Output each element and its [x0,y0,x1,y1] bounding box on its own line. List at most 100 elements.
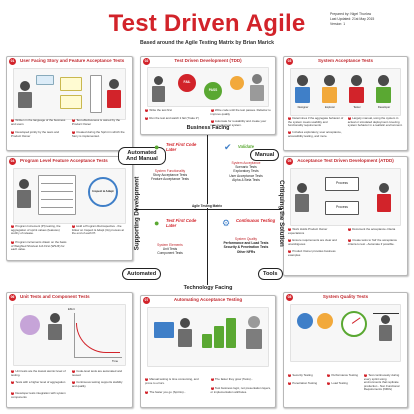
speedometer-icon [341,311,367,337]
quadrant-q4: ⚙ Continuous Testing System Quality Perf… [210,213,282,285]
meta-last-updated: Last Updated: 21st May 2015 [330,17,375,21]
board-row [41,207,73,208]
step-text: Unit tests are the lowest atomic level o… [11,369,66,377]
step-text: Create tests to 'fail' the acceptance cr… [347,238,397,246]
step-text: Penetration Testing [292,381,318,385]
step-badge: 3 [210,378,214,382]
step-text: Includes exploratory, user acceptance, a… [288,130,342,138]
step-badge: 2 [11,131,15,135]
meta-version: Version: 1 [330,22,346,26]
step-badge: 5 [347,239,352,243]
q1-badge-icon: ● [154,142,160,152]
q1-item: Story Acceptance Tests [152,173,188,178]
q1-item: Feature Acceptance Tests [151,177,189,182]
process-label: Process [336,181,348,185]
q3-items: System Elements Unit Tests Component Tes… [134,243,206,256]
step-text: Created during the Sprint in which the S… [71,130,125,138]
step-text: Work Holds Product Owner expectations [288,227,328,235]
step-badge: 3 [71,119,76,123]
step-badge: 4 [210,387,214,391]
panel-number: 04 [9,158,16,165]
q1-category: System Functionality [154,169,186,173]
fail-badge-label: FAIL [183,80,191,84]
step-text: Performance Testing [331,373,358,377]
panel-title: System Quality Tests [322,294,369,299]
q2-item: Alpha & Beta Tests [232,177,260,182]
role-label-tester: Tester [353,106,361,109]
step-text: Hold a Program Retrospective - the follo… [71,224,124,235]
panel-number: 07 [143,297,150,304]
sprint-stack-icon [202,334,212,348]
step-badge: 1 [288,117,292,121]
developer-icon [50,313,60,323]
tester-figure-body [107,90,121,108]
board-row [41,199,73,200]
step-badge: 4 [327,382,331,386]
step-badge: 2 [288,131,292,135]
step-text: Security Testing [292,373,313,377]
effort-curve [76,323,120,353]
barbell-icon [373,313,399,315]
step-text: Program Increment (PI) testing, the aggr… [11,224,61,235]
step-text: Test continuously during every sprint us… [363,373,400,391]
step-text: Developed jointly by the team and Produc… [11,130,59,138]
team-member-body [295,194,309,212]
fail-badge-icon [178,74,196,92]
step-badge: 4 [71,370,76,374]
pass-badge-label: PASS [208,88,218,92]
weightlifter-head-icon [381,315,390,324]
role-label-explorer: Explorer [324,106,335,109]
q3-category: System Elements [157,243,183,247]
system-quality-illustration [290,304,401,362]
panel-number: 01 [9,58,16,65]
step-badge: 4 [71,131,76,135]
step-badge: 3 [327,374,331,378]
q3-item: Component Tests [157,251,183,256]
sprint-stack-icon [226,318,236,348]
step-text: Determines if the aggregate behavior of … [288,116,344,127]
panel-title: Program Level Feature Acceptance Tests [20,158,108,163]
matrix-vertical-axis [207,135,209,285]
checklist-icon [90,75,102,113]
step-badge: 3 [347,117,352,121]
step-badge: 5 [363,374,368,378]
program-increment-illustration: Inspect & Adapt [13,168,126,224]
step-badge: 4 [347,228,352,232]
role-label-designer: Designer [297,106,309,109]
monitor-icon [154,322,174,338]
step-badge: 2 [288,239,292,243]
tester-icon [180,318,190,328]
chart-y-axis [74,313,75,357]
q2-item: Exploratory Tests [233,169,259,174]
step-text: Tests with a higher level of aggregation [15,380,66,384]
step-text: Program increments drawn on the basis of… [11,240,67,251]
meta-prepared-by: Prepared by: Nigel Thurlow [330,12,372,16]
atdd-process-illustration: Process Process [290,168,401,226]
step-text: Load Testing [331,381,348,385]
padlock-icon [317,313,333,329]
step-text: Document the acceptance criteria [352,227,396,231]
step-badge: 1 [288,228,292,232]
tester-body [349,87,364,103]
feature-board-icon [38,175,76,215]
q4-items: System Quality Performance and Load Test… [210,237,282,254]
developer-figure-body [152,86,165,102]
quadrant-q3: ● Test First Code Later System Elements … [134,213,206,285]
product-manager-icon [19,179,29,189]
step-badge: 3 [11,392,15,396]
